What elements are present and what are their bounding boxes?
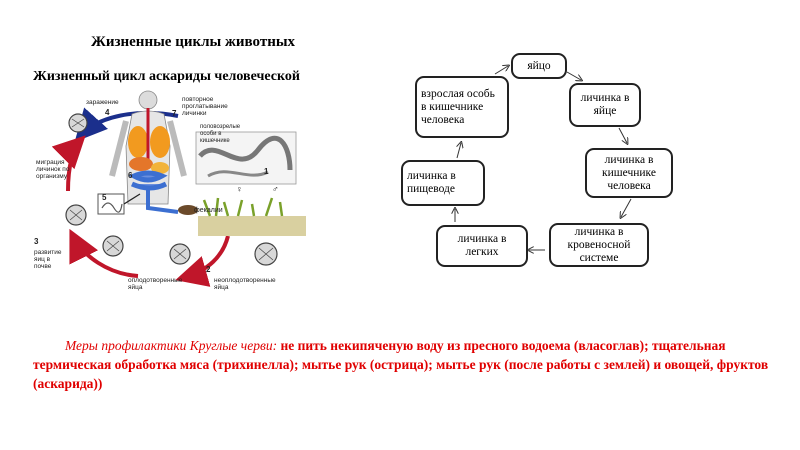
label-n3: 3 <box>34 237 39 246</box>
label-dev1: развитие <box>34 249 62 256</box>
arrow-soil-to-mouth <box>51 135 86 192</box>
node-egg: яйцо <box>511 53 567 79</box>
label-fert2: яйца <box>128 283 143 291</box>
adult-worms-box <box>195 131 297 185</box>
label-swallow: проглатывание <box>182 103 228 110</box>
label-migration3: организму <box>36 173 68 180</box>
node-larva-in-intestine: личинка в кишечнике человека <box>585 148 673 198</box>
lifecycle-flow-diagram: яйцо личинка в яйце личинка в кишечнике … <box>395 48 685 278</box>
label-fert1: оплодотворенные <box>128 277 183 284</box>
label-dev3: почве <box>34 263 52 270</box>
soil-grass <box>178 197 306 236</box>
label-n7: 7 <box>172 109 177 118</box>
label-migration2: личинок по <box>36 166 70 173</box>
prevention-paragraph: Меры профилактики Круглые черви: не пить… <box>33 336 778 393</box>
lifecycle-drawing: заражение 4 повторное проглатывание личи… <box>34 90 306 291</box>
label-unfert1: неоплодотворенные <box>214 277 276 284</box>
arrow-infection <box>74 107 179 142</box>
arrow-to-adult <box>457 143 461 159</box>
node-larva-in-esophagus: личинка в пищеводе <box>401 160 485 206</box>
label-male: ♂ <box>272 184 279 194</box>
label-female: ♀ <box>236 184 243 194</box>
label-n5: 5 <box>102 193 107 202</box>
label-infection: заражение <box>86 99 119 106</box>
page-title: Жизненные циклы животных <box>91 34 296 50</box>
page-subtitle: Жизненный цикл аскариды человеческой <box>33 69 300 84</box>
prevention-text: не пить некипяченую воду из пресного вод… <box>33 338 769 391</box>
label-dev2: яиц в <box>34 256 51 263</box>
node-adult-in-intestine: взрослая особь в кишечнике человека <box>415 76 509 138</box>
label-feces: фекалии <box>194 207 223 214</box>
label-mature2: особи в <box>200 131 221 137</box>
arrow-egg-to-larva-egg <box>566 71 581 80</box>
arrow-to-intestine <box>618 127 627 143</box>
label-repeat: повторное <box>182 96 214 103</box>
label-n1: 1 <box>264 167 269 176</box>
node-larva-in-egg: личинка в яйце <box>569 83 641 127</box>
label-mature3: кишечнике <box>200 138 230 144</box>
label-mature1: половозрелые <box>200 124 241 130</box>
arrow-adult-to-egg <box>494 66 508 75</box>
arrow-feces-to-eggs <box>175 235 230 287</box>
label-unfert2: яйца <box>214 283 229 291</box>
flow-arrows <box>395 48 632 278</box>
human-silhouette <box>109 90 187 214</box>
label-larvae: личинки <box>182 110 207 117</box>
prevention-lead: Меры профилактики Круглые черви: <box>65 338 278 353</box>
node-larva-in-lungs: личинка в легких <box>436 225 528 267</box>
label-n6: 6 <box>128 171 133 180</box>
label-n4: 4 <box>105 108 110 117</box>
arrow-to-blood <box>621 198 632 217</box>
label-n2: 2 <box>206 265 211 274</box>
ascaris-lifecycle-illustration: заражение 4 повторное проглатывание личи… <box>28 86 308 306</box>
label-migration1: миграция <box>36 159 65 166</box>
node-larva-in-blood: личинка в кровеносной системе <box>549 223 649 267</box>
arrow-eggs-to-soil <box>69 228 139 278</box>
